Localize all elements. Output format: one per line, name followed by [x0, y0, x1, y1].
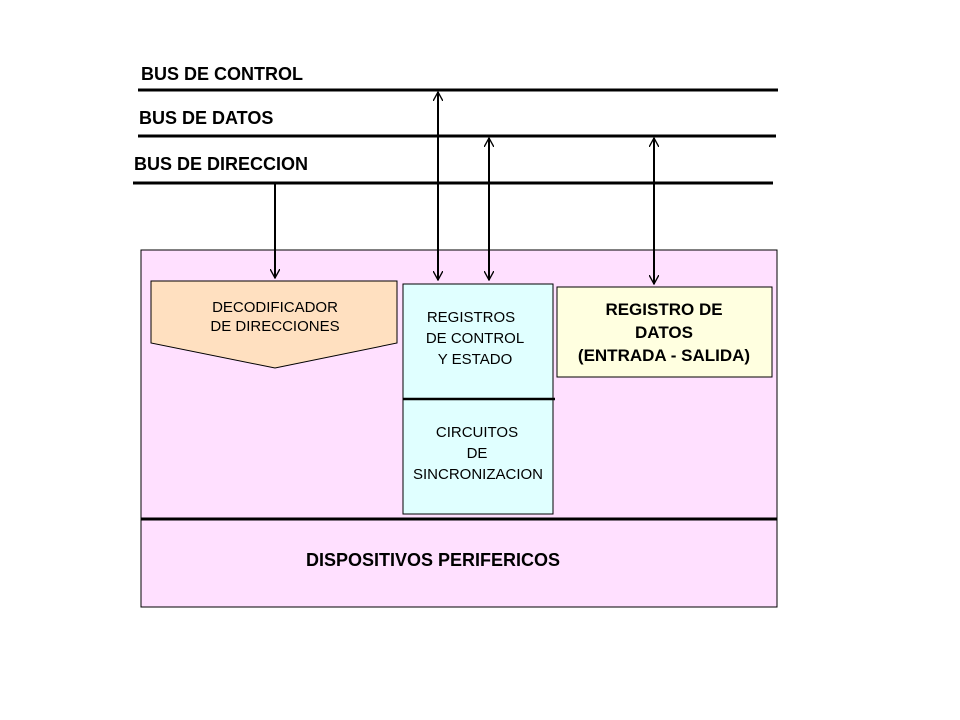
address-bus-label: BUS DE DIRECCION [134, 154, 308, 174]
decoder-label-line-1: DECODIFICADOR [212, 299, 338, 316]
control-registers-label-line-1: REGISTROS [427, 309, 515, 326]
data-register-label-line-1: REGISTRO DE [605, 300, 722, 319]
address-decoder-block [150, 280, 398, 369]
control-bus-label: BUS DE CONTROL [141, 64, 303, 84]
control-registers-label-line-2: DE CONTROL [426, 330, 524, 347]
sync-circuits-label-line-2: DE [467, 445, 488, 462]
data-register-block [556, 286, 773, 378]
sync-circuits-label-line-3: SINCRONIZACION [413, 466, 543, 483]
data-register-label-line-2: DATOS [635, 323, 693, 342]
control-registers-label-line-3: Y ESTADO [438, 351, 512, 368]
sync-circuits-label-line-1: CIRCUITOS [436, 424, 518, 441]
data-bus-label: BUS DE DATOS [139, 108, 273, 128]
decoder-label-line-2: DE DIRECCIONES [210, 318, 339, 335]
data-register-label-line-3: (ENTRADA - SALIDA) [578, 346, 750, 365]
peripherals-label: DISPOSITIVOS PERIFERICOS [306, 550, 560, 570]
